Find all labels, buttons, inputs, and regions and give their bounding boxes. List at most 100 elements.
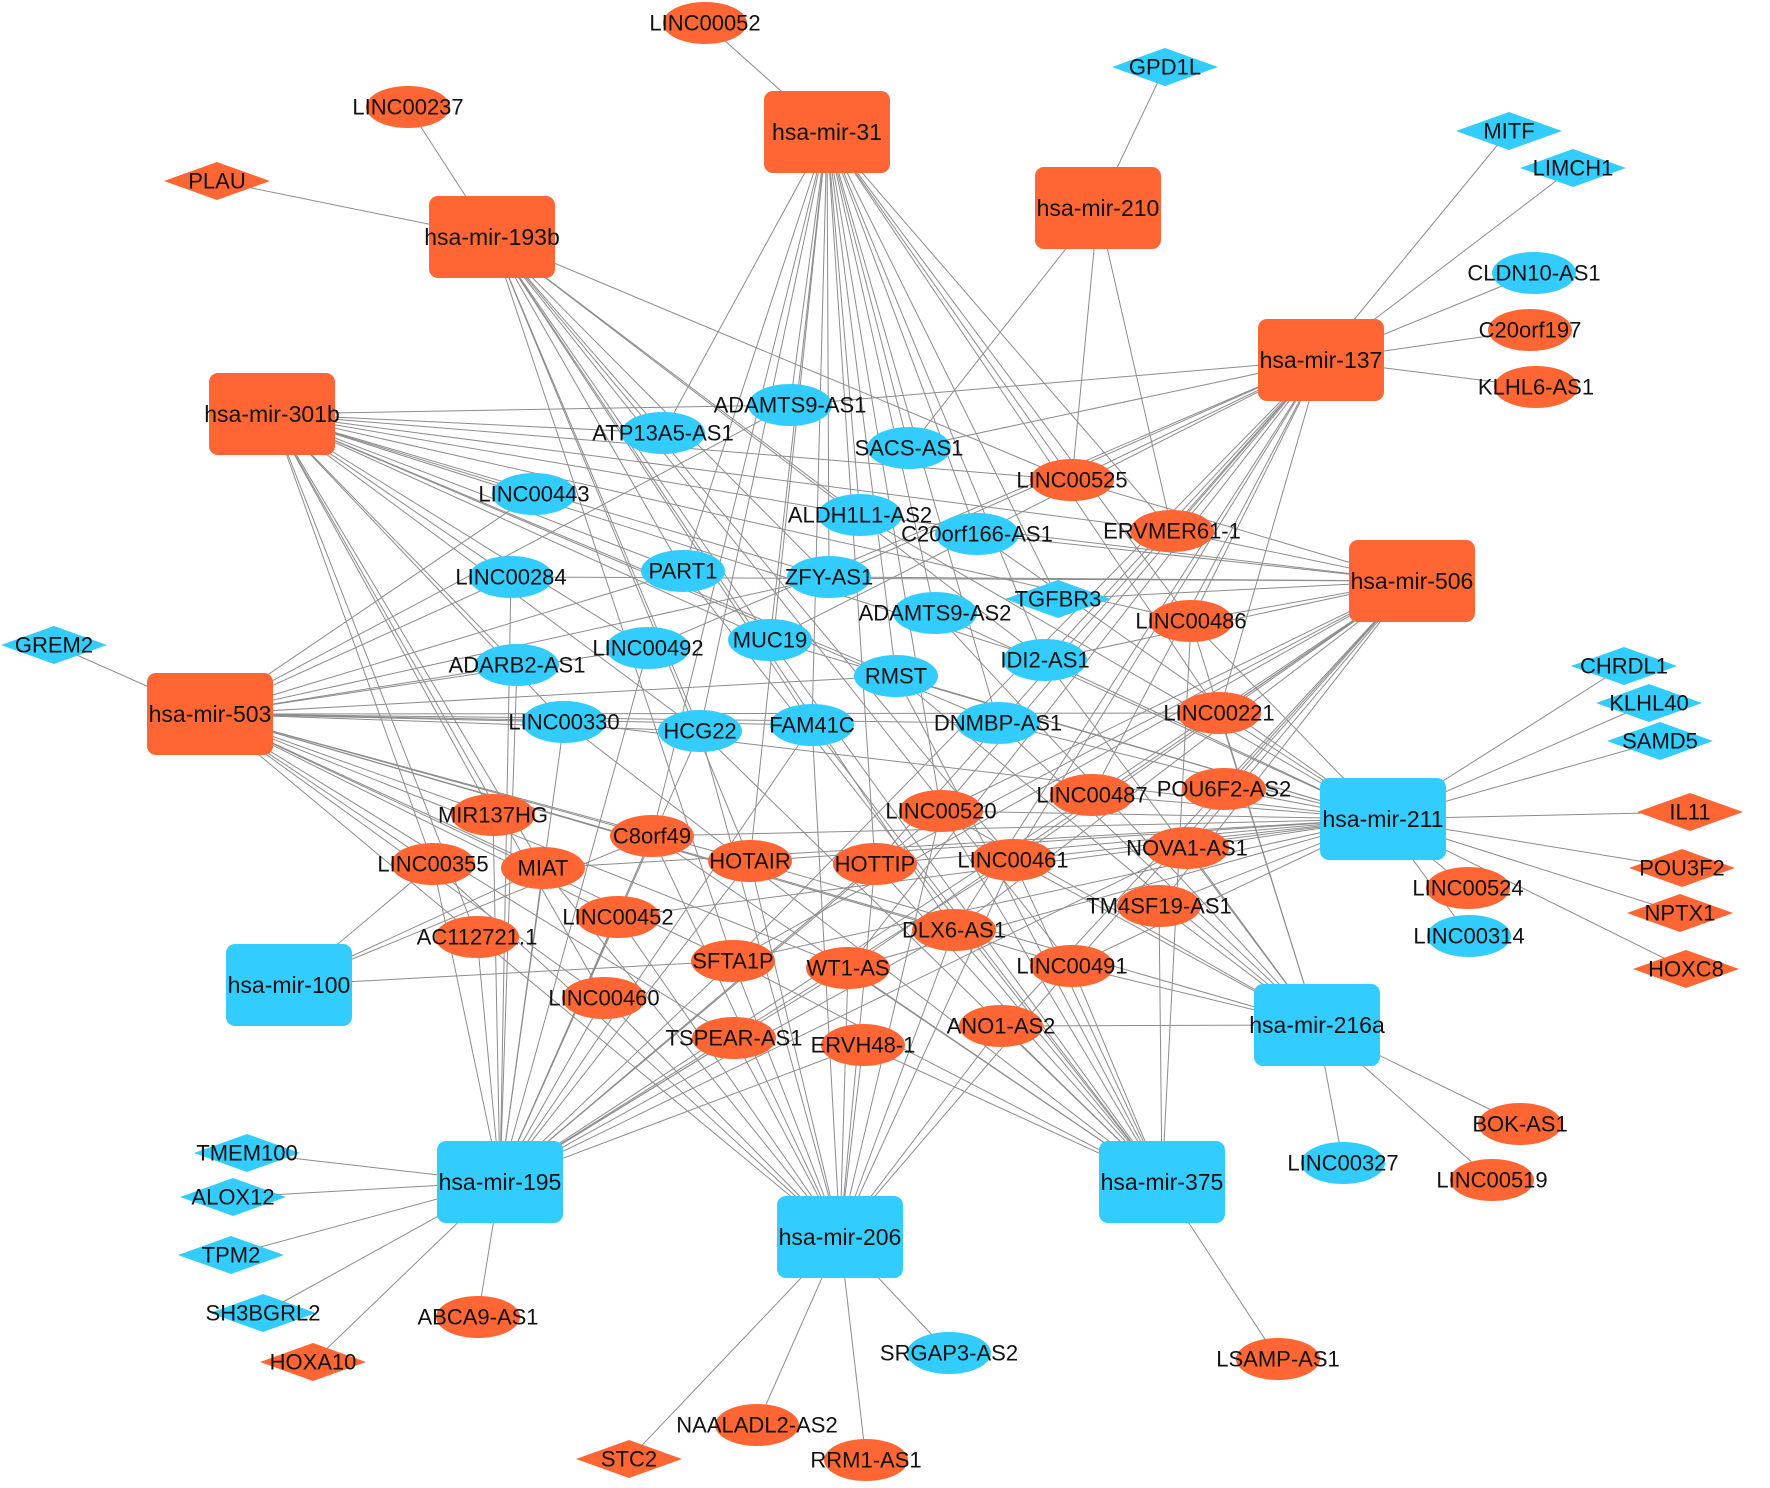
node-NPTX1[interactable]: NPTX1	[1627, 894, 1733, 932]
node-LINC00327[interactable]: LINC00327	[1287, 1142, 1399, 1184]
node-mir211[interactable]: hsa-mir-211	[1320, 778, 1446, 860]
node-LIMCH1[interactable]: LIMCH1	[1520, 149, 1626, 187]
node-LINC00314[interactable]: LINC00314	[1413, 915, 1525, 957]
node-HOTTIP[interactable]: HOTTIP	[833, 843, 917, 885]
node-ZFYAS1[interactable]: ZFY-AS1	[785, 556, 873, 598]
node-SACSAS1[interactable]: SACS-AS1	[855, 427, 964, 469]
node-HCG22[interactable]: HCG22	[658, 710, 742, 752]
node-mir216a[interactable]: hsa-mir-216a	[1249, 984, 1385, 1066]
node-MIAT[interactable]: MIAT	[501, 847, 585, 889]
node-STC2[interactable]: STC2	[576, 1440, 682, 1478]
node-mir210[interactable]: hsa-mir-210	[1035, 167, 1161, 249]
node-ERVH48[interactable]: ERVH48-1	[811, 1024, 916, 1066]
node-ABCA9AS1[interactable]: ABCA9-AS1	[417, 1296, 539, 1338]
node-SH3BGRL2[interactable]: SH3BGRL2	[206, 1294, 321, 1332]
node-GREM2[interactable]: GREM2	[1, 626, 107, 664]
node-LINC00443[interactable]: LINC00443	[478, 473, 590, 515]
node-LINC00237[interactable]: LINC00237	[352, 86, 464, 128]
node-POU6F2AS2[interactable]: POU6F2-AS2	[1157, 768, 1292, 810]
node-LINC00460[interactable]: LINC00460	[548, 977, 660, 1019]
node-ADAMTS9AS1[interactable]: ADAMTS9-AS1	[714, 384, 867, 426]
node-mir137[interactable]: hsa-mir-137	[1258, 319, 1384, 401]
node-TM4SF19AS1[interactable]: TM4SF19-AS1	[1086, 885, 1232, 927]
node-GPD1L[interactable]: GPD1L	[1112, 48, 1218, 86]
node-LINC00355[interactable]: LINC00355	[377, 843, 489, 885]
node-SRGAP3AS2[interactable]: SRGAP3-AS2	[880, 1332, 1018, 1374]
node-LSAMPAS1[interactable]: LSAMP-AS1	[1216, 1338, 1340, 1380]
node-mir301b[interactable]: hsa-mir-301b	[204, 373, 340, 455]
node-ALOX12[interactable]: ALOX12	[180, 1178, 286, 1216]
node-LINC00052[interactable]: LINC00052	[649, 2, 761, 44]
edge-mir503-RMST	[209, 675, 897, 715]
node-mir375[interactable]: hsa-mir-375	[1099, 1141, 1225, 1223]
node-ALDH1L1AS2[interactable]: ALDH1L1-AS2	[788, 494, 932, 536]
node-LINC00525[interactable]: LINC00525	[1016, 459, 1128, 501]
node-PLAU[interactable]: PLAU	[164, 162, 270, 200]
node-DLX6AS1[interactable]: DLX6-AS1	[902, 909, 1006, 951]
node-mir195[interactable]: hsa-mir-195	[437, 1141, 563, 1223]
node-ERVMER61[interactable]: ERVMER61-1	[1103, 510, 1241, 552]
node-SFTA1P[interactable]: SFTA1P	[691, 940, 775, 982]
node-MIR137HG[interactable]: MIR137HG	[438, 794, 548, 836]
edge-mir137-DLX6AS1	[953, 359, 1322, 931]
node-MITF[interactable]: MITF	[1456, 112, 1562, 150]
node-mir506[interactable]: hsa-mir-506	[1349, 540, 1475, 622]
node-C20orf166AS1[interactable]: C20orf166-AS1	[901, 513, 1053, 555]
node-RRM1AS1[interactable]: RRM1-AS1	[810, 1439, 922, 1481]
node-mir193b[interactable]: hsa-mir-193b	[424, 196, 560, 278]
node-DNMBPAS1[interactable]: DNMBP-AS1	[934, 702, 1062, 744]
node-FAM41C[interactable]: FAM41C	[769, 704, 855, 746]
node-CHRDL1[interactable]: CHRDL1	[1571, 647, 1677, 685]
node-label: SRGAP3-AS2	[880, 1341, 1018, 1366]
node-KLHL6AS1[interactable]: KLHL6-AS1	[1478, 366, 1594, 408]
node-LINC00486[interactable]: LINC00486	[1135, 600, 1247, 642]
node-MUC19[interactable]: MUC19	[728, 619, 812, 661]
node-IDI2AS1[interactable]: IDI2-AS1	[1000, 639, 1090, 681]
node-ADAMTS9AS2[interactable]: ADAMTS9-AS2	[859, 592, 1012, 634]
node-label: ABCA9-AS1	[417, 1305, 538, 1330]
node-ATP13A5AS1[interactable]: ATP13A5-AS1	[592, 412, 734, 454]
node-HOTAIR[interactable]: HOTAIR	[708, 840, 792, 882]
node-IL11[interactable]: IL11	[1637, 793, 1743, 831]
node-PART1[interactable]: PART1	[641, 550, 725, 592]
node-mir206[interactable]: hsa-mir-206	[777, 1196, 903, 1278]
mrna-shape	[1571, 647, 1677, 685]
node-RMST[interactable]: RMST	[854, 655, 938, 697]
node-ANO1AS2[interactable]: ANO1-AS2	[947, 1005, 1056, 1047]
node-NOVA1AS1[interactable]: NOVA1-AS1	[1126, 827, 1248, 869]
node-KLHL40[interactable]: KLHL40	[1596, 684, 1702, 722]
node-NAALADL2AS2[interactable]: NAALADL2-AS2	[676, 1404, 838, 1446]
node-LINC00524[interactable]: LINC00524	[1412, 867, 1524, 909]
node-LINC00330[interactable]: LINC00330	[508, 701, 620, 743]
edge-mir375-TM4SF19AS1	[1158, 905, 1163, 1183]
node-C20orf197[interactable]: C20orf197	[1479, 309, 1582, 351]
node-LINC00221[interactable]: LINC00221	[1163, 692, 1275, 734]
node-HOXC8[interactable]: HOXC8	[1633, 950, 1739, 988]
node-AC112721[interactable]: AC112721.1	[417, 916, 538, 958]
node-POU3F2[interactable]: POU3F2	[1629, 849, 1735, 887]
node-LINC00452[interactable]: LINC00452	[562, 896, 674, 938]
node-SAMD5[interactable]: SAMD5	[1607, 722, 1713, 760]
node-BOKAS1[interactable]: BOK-AS1	[1472, 1103, 1568, 1145]
node-LINC00519[interactable]: LINC00519	[1436, 1159, 1548, 1201]
node-WT1AS[interactable]: WT1-AS	[806, 947, 890, 989]
node-LINC00492[interactable]: LINC00492	[592, 627, 704, 669]
node-LINC00461[interactable]: LINC00461	[957, 839, 1069, 881]
node-mir503[interactable]: hsa-mir-503	[147, 673, 273, 755]
edge-mir211-DNMBPAS1	[997, 722, 1384, 820]
node-CLDN10AS1[interactable]: CLDN10-AS1	[1467, 252, 1601, 294]
node-TGFBR3[interactable]: TGFBR3	[1005, 580, 1111, 618]
node-LINC00491[interactable]: LINC00491	[1016, 945, 1128, 987]
node-HOXA10[interactable]: HOXA10	[260, 1343, 366, 1381]
node-LINC00520[interactable]: LINC00520	[885, 790, 997, 832]
node-TSPEARAS1[interactable]: TSPEAR-AS1	[666, 1017, 803, 1059]
node-TPM2[interactable]: TPM2	[178, 1236, 284, 1274]
edge-mir206-LINC00520	[839, 810, 942, 1238]
node-TMEM100[interactable]: TMEM100	[194, 1134, 300, 1172]
node-LINC00284[interactable]: LINC00284	[455, 556, 567, 598]
node-mir100[interactable]: hsa-mir-100	[226, 944, 352, 1026]
node-C8orf49[interactable]: C8orf49	[610, 815, 694, 857]
node-mir31[interactable]: hsa-mir-31	[764, 91, 890, 173]
node-ADARB2AS1[interactable]: ADARB2-AS1	[449, 644, 586, 686]
node-LINC00487[interactable]: LINC00487	[1036, 774, 1148, 816]
